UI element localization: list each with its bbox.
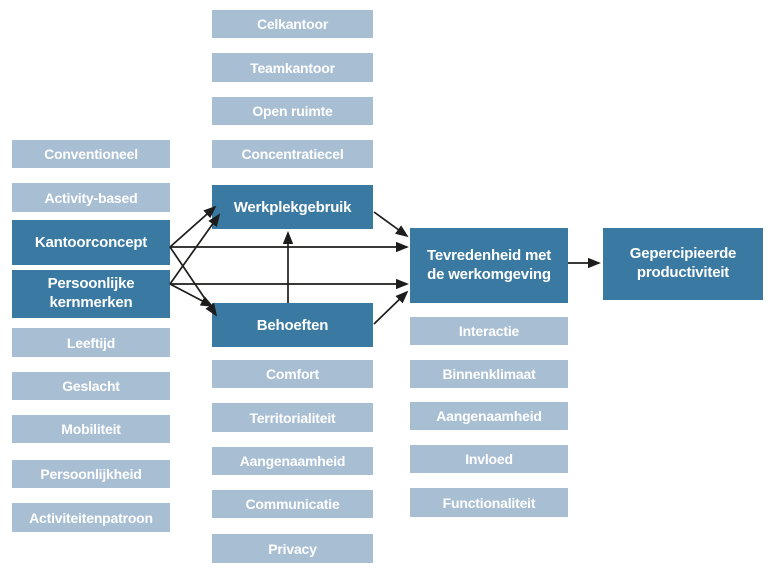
- edge-persoonlijke-kernmerken-behoeften: [169, 283, 214, 307]
- node-open-ruimte: Open ruimte: [212, 97, 373, 125]
- node-leeftijd: Leeftijd: [12, 328, 170, 357]
- node-binnenklimaat: Binnenklimaat: [410, 360, 568, 388]
- node-territorialiteit: Territorialiteit: [212, 403, 373, 432]
- node-celkantoor: Celkantoor: [212, 10, 373, 38]
- node-comfort: Comfort: [212, 360, 373, 388]
- node-kantoorconcept: Kantoorconcept: [12, 220, 170, 265]
- edge-kantoorconcept-behoeften: [169, 246, 218, 317]
- node-aangenaamheid-tevredenheid: Aangenaamheid: [410, 402, 568, 430]
- node-behoeften: Behoeften: [212, 303, 373, 347]
- node-activiteitenpatroon: Activiteitenpatroon: [12, 503, 170, 532]
- node-functionaliteit: Functionaliteit: [410, 488, 568, 517]
- edge-kantoorconcept-werkplekgebruik: [169, 205, 217, 248]
- node-gepercipieerde-productiviteit: Gepercipieerde productiviteit: [603, 228, 763, 300]
- node-persoonlijke-kernmerken: Persoonlijke kernmerken: [12, 270, 170, 318]
- node-activity-based: Activity-based: [12, 183, 170, 212]
- node-teamkantoor: Teamkantoor: [212, 53, 373, 82]
- node-invloed: Invloed: [410, 445, 568, 473]
- node-persoonlijkheid: Persoonlijkheid: [12, 460, 170, 488]
- node-tevredenheid: Tevredenheid met de werkomgeving: [410, 228, 568, 303]
- node-privacy: Privacy: [212, 534, 373, 563]
- node-geslacht: Geslacht: [12, 372, 170, 400]
- node-communicatie: Communicatie: [212, 490, 373, 518]
- edge-werkplekgebruik-tevredenheid: [373, 211, 409, 238]
- node-conventioneel: Conventioneel: [12, 140, 170, 168]
- node-mobiliteit: Mobiliteit: [12, 415, 170, 443]
- node-aangenaamheid-behoeften: Aangenaamheid: [212, 447, 373, 475]
- node-interactie: Interactie: [410, 317, 568, 345]
- node-werkplekgebruik: Werkplekgebruik: [212, 185, 373, 229]
- node-concentratiecel: Concentratiecel: [212, 140, 373, 168]
- edge-behoeften-tevredenheid: [373, 290, 409, 325]
